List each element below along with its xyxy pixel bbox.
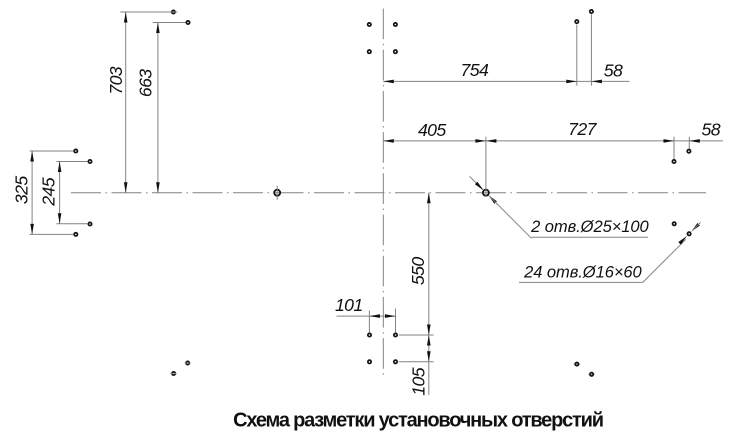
svg-text:325: 325: [12, 176, 32, 204]
svg-text:550: 550: [408, 257, 428, 285]
svg-text:Схема разметки установочных от: Схема разметки установочных отверстий: [233, 409, 603, 431]
svg-text:663: 663: [135, 69, 155, 97]
svg-text:703: 703: [106, 66, 126, 94]
svg-text:101: 101: [335, 295, 363, 315]
svg-text:754: 754: [461, 60, 489, 80]
svg-text:105: 105: [409, 367, 429, 395]
svg-text:24 отв.Ø16×60: 24 отв.Ø16×60: [523, 264, 642, 282]
svg-text:58: 58: [604, 60, 623, 80]
svg-text:405: 405: [418, 120, 446, 140]
svg-text:2 отв.Ø25×100: 2 отв.Ø25×100: [530, 218, 649, 236]
svg-text:727: 727: [568, 119, 597, 139]
svg-text:58: 58: [702, 120, 721, 140]
svg-text:245: 245: [39, 177, 59, 206]
